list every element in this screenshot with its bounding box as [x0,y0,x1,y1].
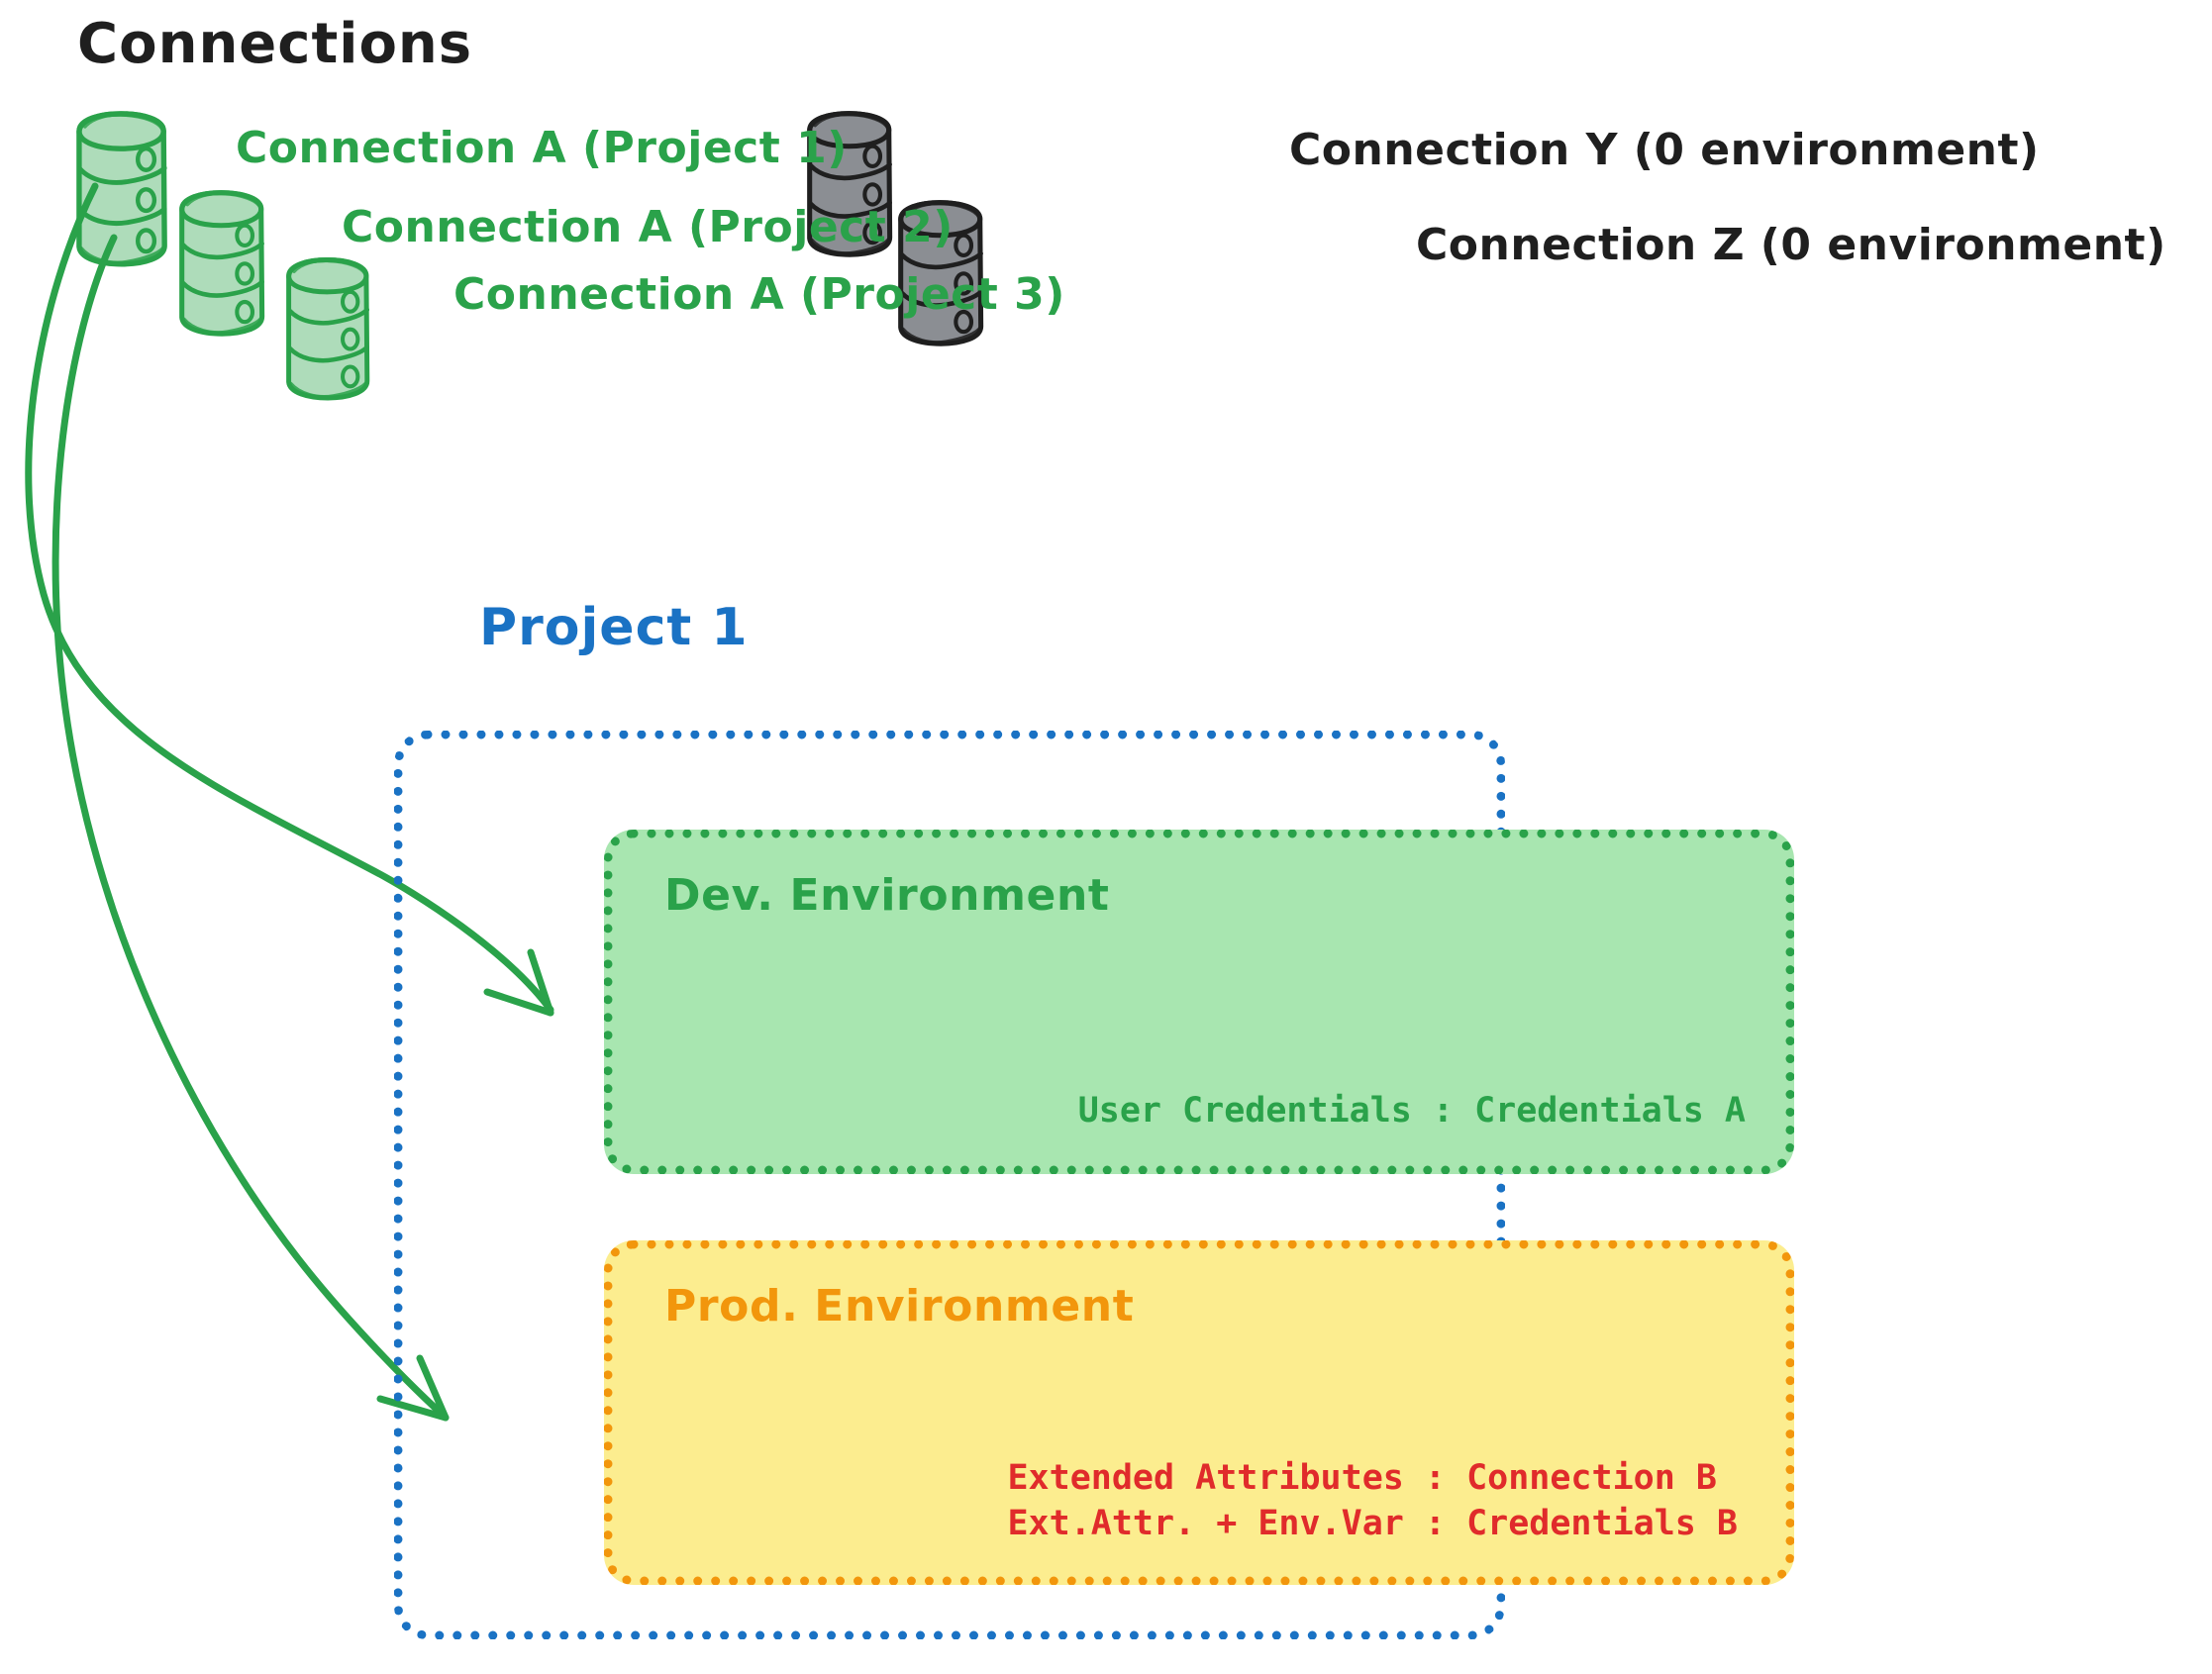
prod-environment-title: Prod. Environment [664,1281,1135,1331]
dev-environment-title: Dev. Environment [664,870,1110,921]
database-cylinder-icon-connection-a-project-2[interactable] [182,192,262,335]
database-cylinder-icon-connection-a-project-1[interactable] [79,113,164,265]
project-title: Project 1 [479,598,749,657]
connection-label-z[interactable]: Connection Z (0 environment) [1416,220,2166,270]
connection-label-a-project-1[interactable]: Connection A (Project 1) [236,123,848,173]
prod-environment-attributes: Extended Attributes : Connection B Ext.A… [1007,1458,1738,1543]
page-title: Connections [77,12,473,76]
database-cylinder-icon-connection-a-project-3[interactable] [289,259,367,399]
dev-environment-attributes: User Credentials : Credentials A [1077,1090,1746,1131]
database-cylinder-icon-connection-z[interactable] [901,202,981,345]
database-cylinder-icon-connection-y[interactable] [810,113,890,255]
connection-label-y[interactable]: Connection Y (0 environment) [1289,125,2040,175]
dev-environment-box[interactable]: Dev. Environment User Credentials : Cred… [604,830,1794,1174]
connection-label-a-project-2[interactable]: Connection A (Project 2) [342,202,954,252]
arrow-connection-a-to-prod-environment [51,234,450,1422]
project-container [394,731,1505,1639]
prod-environment-box[interactable]: Prod. Environment Extended Attributes : … [604,1240,1794,1585]
connection-label-a-project-3[interactable]: Connection A (Project 3) [453,269,1065,320]
